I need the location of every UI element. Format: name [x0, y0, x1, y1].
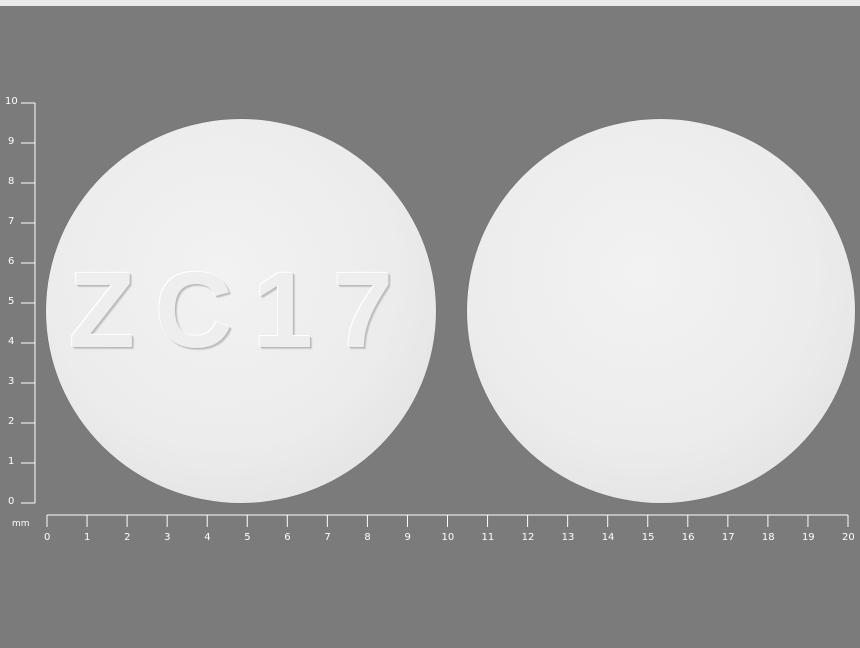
vertical-ruler-tick-label: 6	[8, 256, 15, 267]
horizontal-ruler-tick-label: 16	[681, 532, 695, 543]
pill-back	[467, 119, 855, 503]
vertical-ruler-tick-label: 10	[5, 96, 18, 107]
vertical-ruler-tick-label: 4	[8, 336, 15, 347]
vertical-ruler-tick-label: 5	[8, 296, 15, 307]
vertical-ruler-tick-label: 2	[8, 416, 15, 427]
horizontal-ruler-tick-label: 7	[324, 532, 331, 543]
vertical-ruler-tick-label: 9	[8, 136, 15, 147]
vertical-ruler-tick-label: 7	[8, 216, 15, 227]
horizontal-ruler-tick-label: 13	[561, 532, 575, 543]
horizontal-ruler-tick-label: 8	[364, 532, 371, 543]
horizontal-ruler	[46, 514, 849, 527]
vertical-ruler-tick-label: 1	[8, 456, 15, 467]
vertical-ruler-tick-label: 3	[8, 376, 15, 387]
horizontal-ruler-tick-label: 3	[164, 532, 171, 543]
vertical-ruler-tick-label: 8	[8, 176, 15, 187]
horizontal-ruler-tick-label: 20	[842, 532, 855, 543]
vertical-ruler-tick-label: 0	[8, 496, 15, 507]
horizontal-ruler-tick-label: 14	[601, 532, 615, 543]
horizontal-ruler-tick-label: 1	[84, 532, 91, 543]
top-border	[0, 0, 860, 6]
horizontal-ruler-tick-label: 17	[721, 532, 735, 543]
vertical-ruler	[21, 102, 36, 504]
ruler-unit-label: mm	[12, 519, 30, 529]
horizontal-ruler-tick-label: 2	[124, 532, 131, 543]
horizontal-ruler-tick-label: 6	[284, 532, 291, 543]
horizontal-ruler-tick-label: 5	[244, 532, 251, 543]
horizontal-ruler-tick-label: 12	[521, 532, 535, 543]
horizontal-ruler-tick-label: 10	[441, 532, 455, 543]
horizontal-ruler-tick-label: 4	[204, 532, 211, 543]
horizontal-ruler-tick-label: 9	[404, 532, 411, 543]
pill-imprint: ZC17	[68, 249, 414, 370]
horizontal-ruler-tick-label: 0	[44, 532, 51, 543]
horizontal-ruler-tick-label: 19	[801, 532, 815, 543]
horizontal-ruler-tick-label: 18	[761, 532, 775, 543]
pill-front: ZC17	[46, 119, 436, 503]
horizontal-ruler-tick-label: 15	[641, 532, 655, 543]
horizontal-ruler-tick-label: 11	[481, 532, 495, 543]
